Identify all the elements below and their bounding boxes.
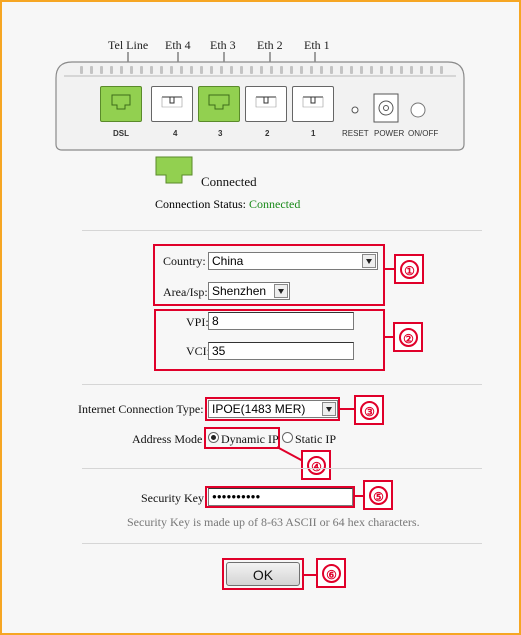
port-label-eth3: Eth 3 — [210, 38, 236, 52]
port-under-3: 3 — [218, 129, 223, 138]
badge-connector — [385, 336, 394, 338]
power-label: POWER — [374, 129, 405, 138]
ok-button[interactable]: OK — [226, 562, 300, 586]
port-under-4: 4 — [173, 129, 178, 138]
chevron-down-icon[interactable] — [274, 284, 288, 298]
rj11-jack-icon — [111, 94, 131, 110]
step-number: ⑤ — [369, 486, 388, 505]
country-select[interactable]: China — [208, 252, 378, 270]
port-under-dsl: DSL — [113, 129, 129, 138]
rj45-jack-icon — [302, 96, 324, 108]
onoff-label: ON/OFF — [408, 129, 439, 138]
vpi-input[interactable] — [208, 312, 354, 330]
highlight-box-5 — [205, 486, 355, 508]
port-label-tel-line: Tel Line — [108, 38, 149, 52]
badge-connector — [340, 408, 354, 410]
port-label-eth2: Eth 2 — [257, 38, 283, 52]
eth1-port — [292, 86, 334, 122]
status-label: Connection Status: — [155, 197, 246, 211]
divider — [82, 543, 482, 544]
static-ip-label[interactable]: Static IP — [295, 432, 336, 446]
port-under-2: 2 — [265, 129, 270, 138]
vpi-label: VPI: — [186, 315, 209, 329]
eth4-port — [151, 86, 193, 122]
security-hint: Security Key is made up of 8-63 ASCII or… — [127, 515, 420, 529]
conn-type-select[interactable]: IPOE(1483 MER) — [208, 400, 338, 418]
step-badge-3: ③ — [354, 395, 384, 425]
rj45-jack-icon — [161, 96, 183, 108]
static-ip-radio[interactable] — [282, 432, 293, 443]
highlight-box-4 — [204, 427, 280, 449]
security-key-input[interactable]: ●●●●●●●●●● — [208, 488, 353, 506]
step-number: ⑥ — [322, 564, 341, 583]
area-select-value: Shenzhen — [212, 284, 267, 298]
step-number: ② — [399, 328, 418, 347]
status-value: Connected — [249, 197, 301, 211]
dsl-port — [100, 86, 142, 122]
chevron-down-icon[interactable] — [322, 402, 336, 416]
divider — [82, 468, 482, 469]
badge-connector — [385, 268, 395, 270]
dynamic-ip-label[interactable]: Dynamic IP — [221, 432, 279, 446]
badge-connector — [304, 574, 316, 576]
rj45-jack-icon — [255, 96, 277, 108]
chevron-down-icon[interactable] — [362, 254, 376, 268]
port-label-eth1: Eth 1 — [304, 38, 330, 52]
divider — [82, 384, 482, 385]
step-badge-5: ⑤ — [363, 480, 393, 510]
step-badge-6: ⑥ — [316, 558, 346, 588]
port-under-1: 1 — [311, 129, 316, 138]
step-badge-2: ② — [393, 322, 423, 352]
highlight-box-6 — [222, 558, 304, 590]
country-label: Country: — [163, 254, 206, 268]
connection-status: Connection Status: Connected — [155, 197, 300, 212]
step-number: ③ — [360, 401, 379, 420]
step-badge-4: ④ — [301, 450, 331, 480]
conn-type-select-value: IPOE(1483 MER) — [212, 402, 306, 416]
connected-port-icon — [155, 156, 193, 184]
divider — [82, 230, 482, 231]
area-select[interactable]: Shenzhen — [208, 282, 290, 300]
step-number: ④ — [307, 456, 326, 475]
eth2-port — [245, 86, 287, 122]
step-number: ① — [400, 260, 419, 279]
dynamic-ip-radio[interactable] — [208, 432, 219, 443]
address-mode-label: Address Mode — [132, 432, 203, 446]
conn-type-label: Internet Connection Type: — [78, 402, 204, 416]
rj45-jack-icon — [208, 94, 230, 110]
security-key-label: Security Key: — [141, 491, 208, 505]
highlight-box-3 — [205, 397, 340, 421]
country-select-value: China — [212, 254, 244, 268]
vci-input[interactable] — [208, 342, 354, 360]
area-label: Area/Isp: — [163, 285, 208, 299]
badge-connector — [355, 495, 363, 497]
highlight-box-2 — [154, 309, 385, 371]
step-badge-1: ① — [394, 254, 424, 284]
vci-label: VCI: — [186, 344, 210, 358]
connected-text: Connected — [201, 174, 257, 189]
badge-connector-icon — [276, 446, 304, 462]
reset-label: RESET — [342, 129, 369, 138]
eth3-port — [198, 86, 240, 122]
port-label-eth4: Eth 4 — [165, 38, 191, 52]
highlight-box-1 — [153, 244, 385, 306]
